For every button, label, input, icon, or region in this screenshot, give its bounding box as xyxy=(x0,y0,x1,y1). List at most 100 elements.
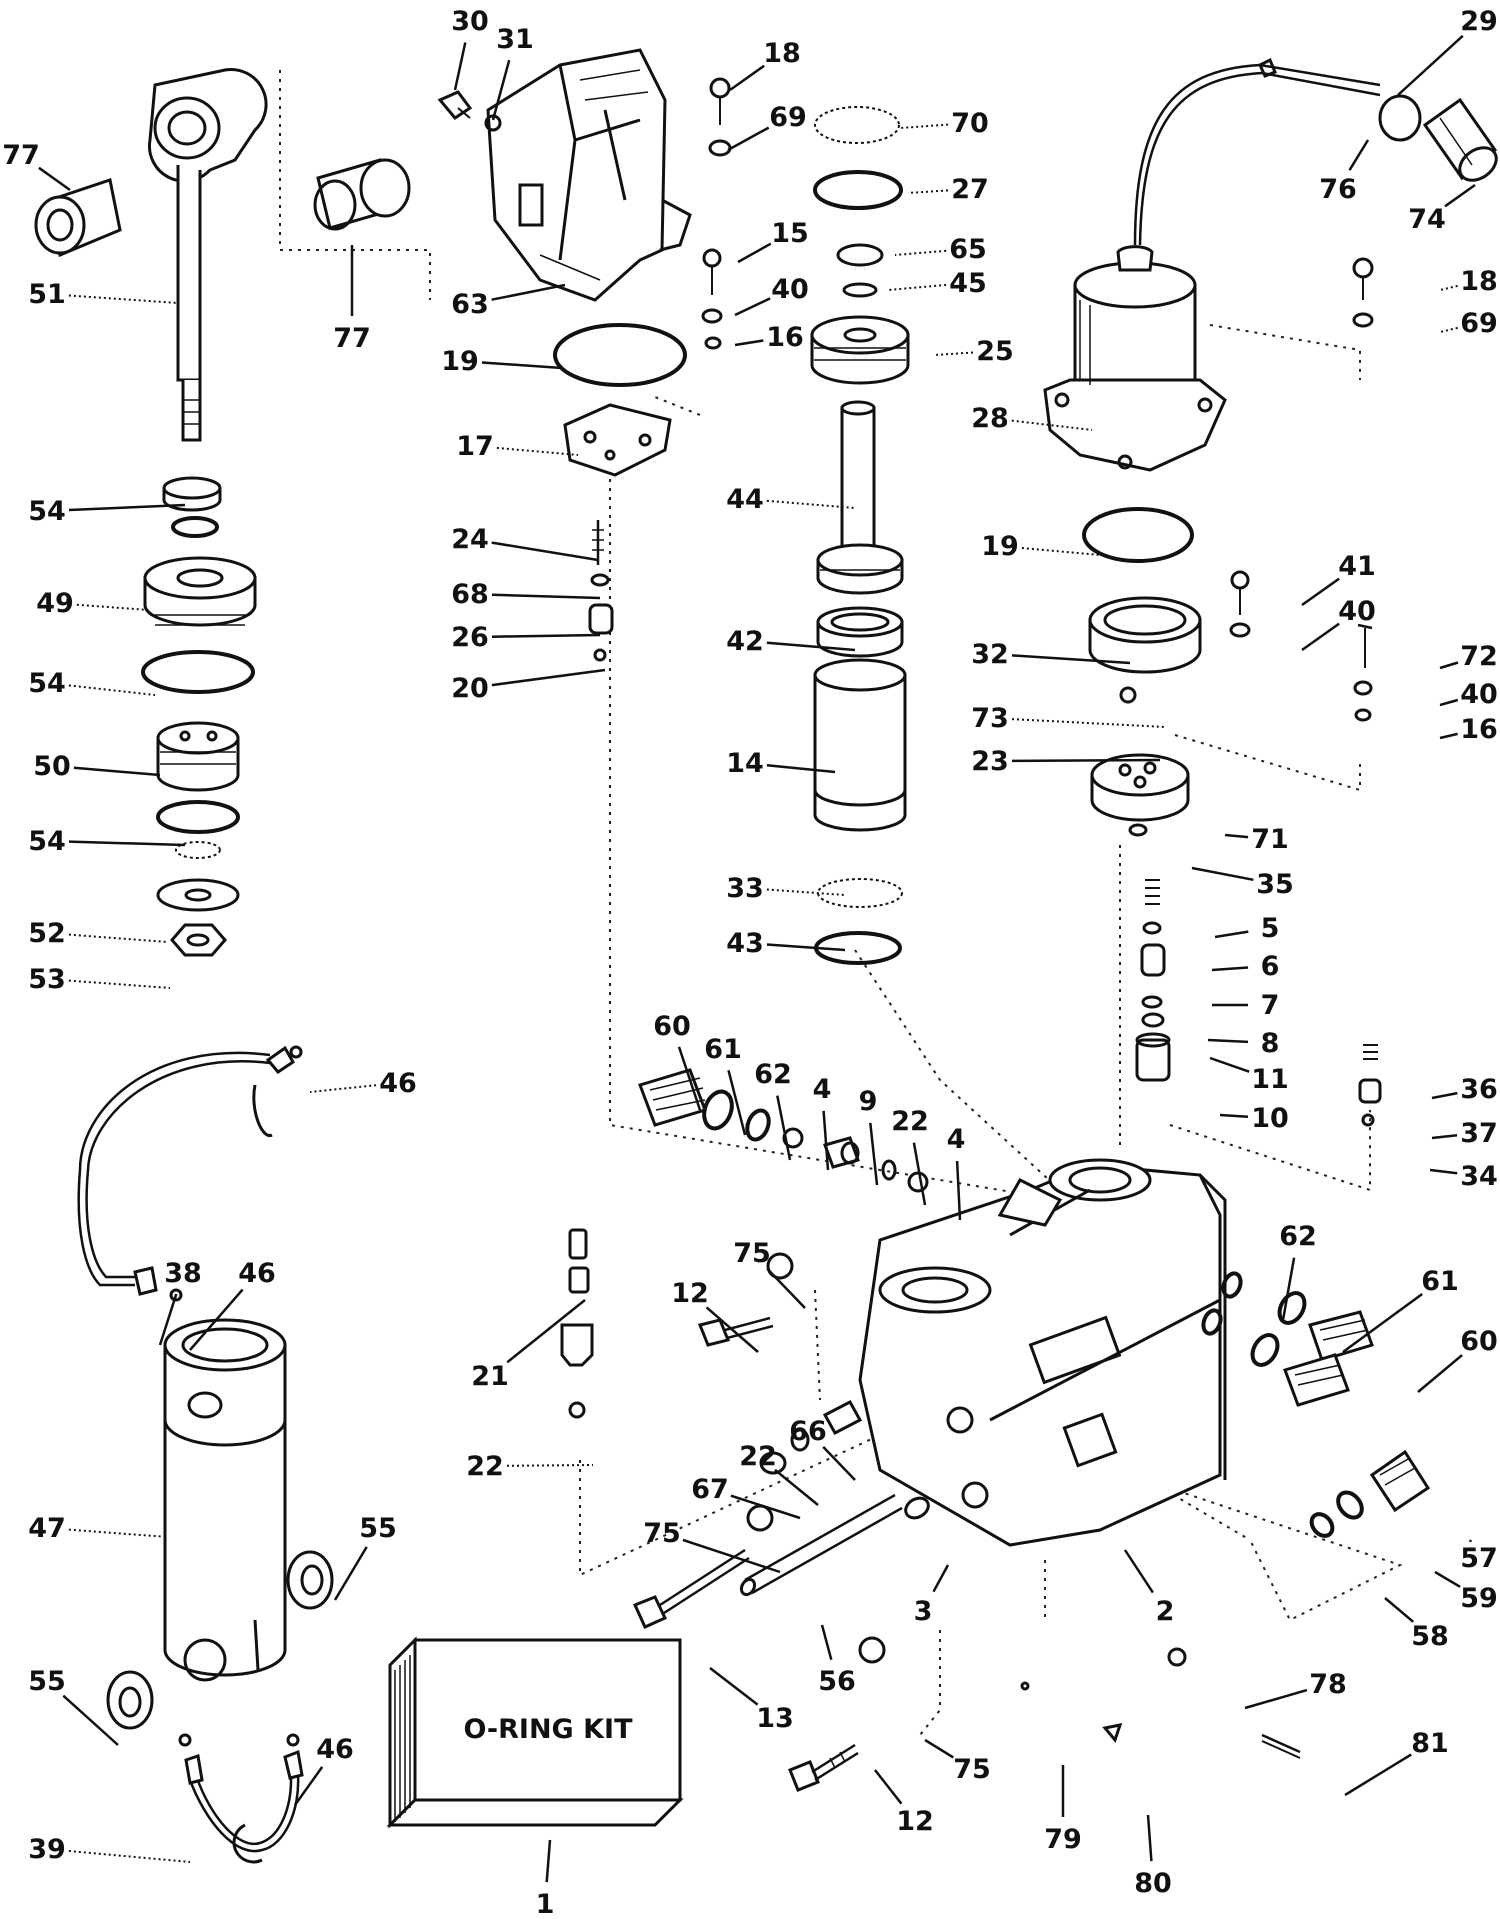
fitting-part-66 xyxy=(822,1399,863,1436)
seal-part-76 xyxy=(1378,94,1422,142)
o-ring-part-22-upper xyxy=(881,1159,897,1181)
callout-c72: 72 xyxy=(1460,641,1498,672)
leader-line-c21 xyxy=(506,1299,586,1364)
callout-c24: 24 xyxy=(451,524,489,555)
bushing-part-77-right xyxy=(313,158,411,231)
leader-line-c61a xyxy=(727,1069,747,1136)
o-ring-part-59 xyxy=(1336,1490,1364,1520)
leader-line-c41 xyxy=(1301,577,1340,607)
callout-c63: 63 xyxy=(451,289,489,320)
callout-c31: 31 xyxy=(496,24,534,55)
ball-part-34 xyxy=(1361,1113,1375,1127)
o-ring-part-54-lowest xyxy=(175,841,221,859)
callout-c75a: 75 xyxy=(733,1238,771,1269)
callout-c9: 9 xyxy=(859,1086,878,1117)
screw-part-18-right xyxy=(1352,257,1374,300)
callout-c32: 32 xyxy=(971,639,1009,670)
callout-c58: 58 xyxy=(1411,1621,1449,1652)
leader-line-c15 xyxy=(737,242,772,264)
callout-c33: 33 xyxy=(726,873,764,904)
leader-line-c18a xyxy=(729,64,765,92)
leader-line-c4a xyxy=(822,1110,830,1171)
pump-body-part-71 xyxy=(1090,753,1190,822)
callout-c2: 2 xyxy=(1156,1596,1175,1627)
leader-line-c50 xyxy=(73,766,161,777)
callout-c37: 37 xyxy=(1460,1118,1498,1149)
callout-c51: 51 xyxy=(28,279,66,310)
bushing-part-55-right xyxy=(286,1550,334,1610)
pin-part-56 xyxy=(739,1493,903,1597)
leader-line-c45 xyxy=(887,283,947,291)
o-ring-part-54-lower xyxy=(156,800,240,834)
callout-c41: 41 xyxy=(1338,551,1376,582)
o-ring-part-33 xyxy=(817,878,903,908)
callout-c54c: 54 xyxy=(28,826,66,857)
leader-line-c67 xyxy=(730,1494,801,1520)
spring-part-36 xyxy=(1363,1044,1378,1060)
leader-line-c12a xyxy=(705,1306,759,1353)
plug-part-78 xyxy=(1167,1647,1187,1667)
leader-line-c19a xyxy=(481,361,563,370)
leader-line-c17 xyxy=(496,446,579,456)
o-ring-part-54-mid xyxy=(141,650,255,694)
callout-c79: 79 xyxy=(1044,1824,1082,1855)
callout-c40a: 40 xyxy=(771,274,809,305)
callout-c71: 71 xyxy=(1251,824,1289,855)
o-ring-part-45 xyxy=(842,282,878,298)
washer-part-16-right xyxy=(1354,708,1372,722)
piston-rod-part-44 xyxy=(816,400,904,595)
valve-part-57 xyxy=(1369,1449,1431,1513)
screw-part-24 xyxy=(592,520,604,565)
leader-line-c62b xyxy=(1281,1257,1296,1321)
ball-part-79 xyxy=(1020,1681,1030,1691)
valve-part-9 xyxy=(823,1136,860,1169)
leader-line-c13 xyxy=(709,1667,759,1706)
leader-line-c46c xyxy=(293,1766,324,1806)
leader-line-c46a xyxy=(309,1084,377,1093)
leader-line-c16a xyxy=(734,339,764,347)
callout-c18a: 18 xyxy=(763,38,801,69)
leader-line-c5 xyxy=(1214,930,1249,939)
leader-line-c2 xyxy=(1123,1549,1154,1594)
pin-part-73 xyxy=(1119,686,1137,704)
callout-c29: 29 xyxy=(1460,6,1498,37)
o-ring-part-22-mid xyxy=(790,1428,810,1452)
leader-line-c34 xyxy=(1429,1168,1458,1175)
callout-c73: 73 xyxy=(971,703,1009,734)
leader-line-c35 xyxy=(1191,866,1254,882)
leader-line-c80 xyxy=(1146,1814,1153,1862)
callout-c12a: 12 xyxy=(671,1278,709,1309)
washer-part-75-lower xyxy=(858,1636,886,1664)
ball-part-20 xyxy=(593,648,607,662)
screw-part-72 xyxy=(1357,623,1373,668)
callout-c65: 65 xyxy=(949,234,987,265)
callout-c16b: 16 xyxy=(1460,714,1498,745)
nut-part-65 xyxy=(836,243,884,267)
leader-line-c26b xyxy=(491,633,601,638)
callout-c50: 50 xyxy=(33,751,71,782)
o-ring-part-70 xyxy=(814,106,900,144)
washer-part-75-upper xyxy=(766,1252,794,1280)
leader-line-c38 xyxy=(158,1293,178,1346)
callout-c75c: 75 xyxy=(953,1754,991,1785)
leader-line-c46b xyxy=(189,1288,244,1351)
callout-c38: 38 xyxy=(164,1258,202,1289)
leader-line-c68 xyxy=(491,593,601,600)
seal-part-54-top xyxy=(162,476,222,512)
leader-line-c22a xyxy=(912,1142,927,1206)
callout-c20: 20 xyxy=(451,673,489,704)
leader-line-c75a xyxy=(766,1267,806,1309)
bushing-part-3 xyxy=(904,1496,930,1520)
leader-line-c51 xyxy=(68,294,179,304)
callout-c39: 39 xyxy=(28,1834,66,1865)
leader-line-c52 xyxy=(68,933,169,943)
callout-c80: 80 xyxy=(1134,1868,1172,1899)
o-ring-part-61-right-a xyxy=(1250,1333,1280,1367)
valve-part-60-right-a xyxy=(1308,1310,1374,1362)
leader-line-c69a xyxy=(727,126,770,152)
connector-part-74 xyxy=(1422,97,1498,182)
o-ring-part-35 xyxy=(1128,823,1148,837)
callout-c67: 67 xyxy=(691,1474,729,1505)
callout-c61b: 61 xyxy=(1421,1266,1459,1297)
leader-line-c22c xyxy=(774,1468,819,1506)
